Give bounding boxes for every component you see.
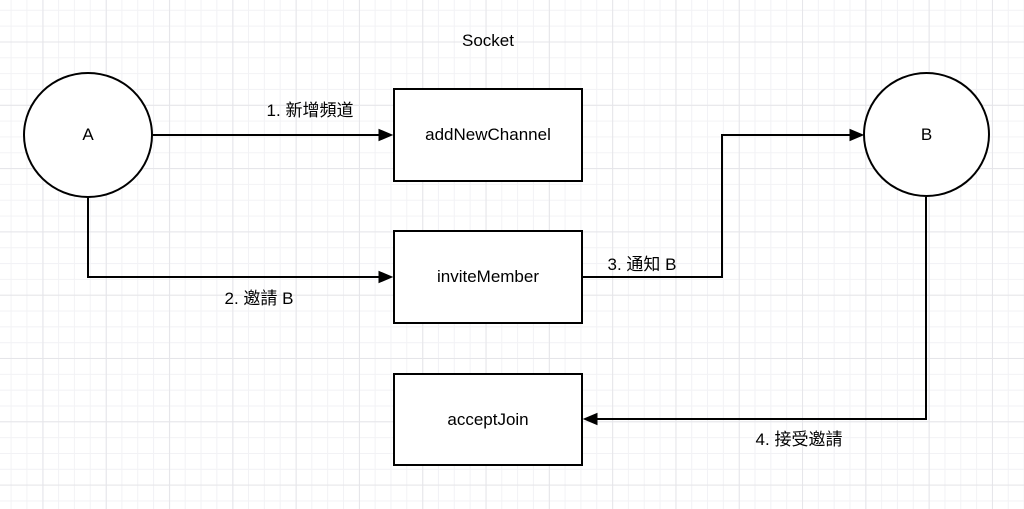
edge-step4[interactable] bbox=[582, 197, 927, 426]
arrowhead-left-icon bbox=[582, 412, 598, 426]
edge-step2-line bbox=[87, 198, 379, 278]
arrowhead-right-icon bbox=[378, 270, 394, 284]
edge-step3-label[interactable]: 3. 通知 B bbox=[607, 255, 677, 274]
node-add-new-channel[interactable]: addNewChannel bbox=[393, 88, 583, 182]
node-actor-b[interactable]: B bbox=[863, 72, 990, 197]
edge-step4-line bbox=[597, 197, 927, 420]
node-actor-b-label: B bbox=[920, 124, 933, 144]
node-add-new-channel-label: addNewChannel bbox=[425, 125, 551, 144]
arrowhead-right-icon bbox=[849, 128, 865, 142]
edge-step1-label[interactable]: 1. 新增頻道 bbox=[266, 101, 354, 120]
edge-step3-line bbox=[583, 134, 850, 278]
diagram-title[interactable]: Socket bbox=[462, 31, 514, 50]
node-actor-a-label: A bbox=[82, 125, 94, 144]
node-invite-member[interactable]: inviteMember bbox=[393, 230, 583, 324]
node-actor-a[interactable]: A bbox=[23, 72, 153, 198]
arrowhead-right-icon bbox=[378, 128, 394, 142]
node-invite-member-label: inviteMember bbox=[436, 267, 540, 286]
edge-step1[interactable] bbox=[153, 128, 394, 142]
edge-step2-label[interactable]: 2. 邀請 B bbox=[224, 289, 294, 308]
edge-step3[interactable] bbox=[583, 128, 865, 278]
edge-step4-label[interactable]: 4. 接受邀請 bbox=[755, 430, 843, 449]
edge-step2[interactable] bbox=[87, 198, 394, 284]
node-accept-join[interactable]: acceptJoin bbox=[393, 373, 583, 466]
node-accept-join-label: acceptJoin bbox=[447, 409, 529, 429]
